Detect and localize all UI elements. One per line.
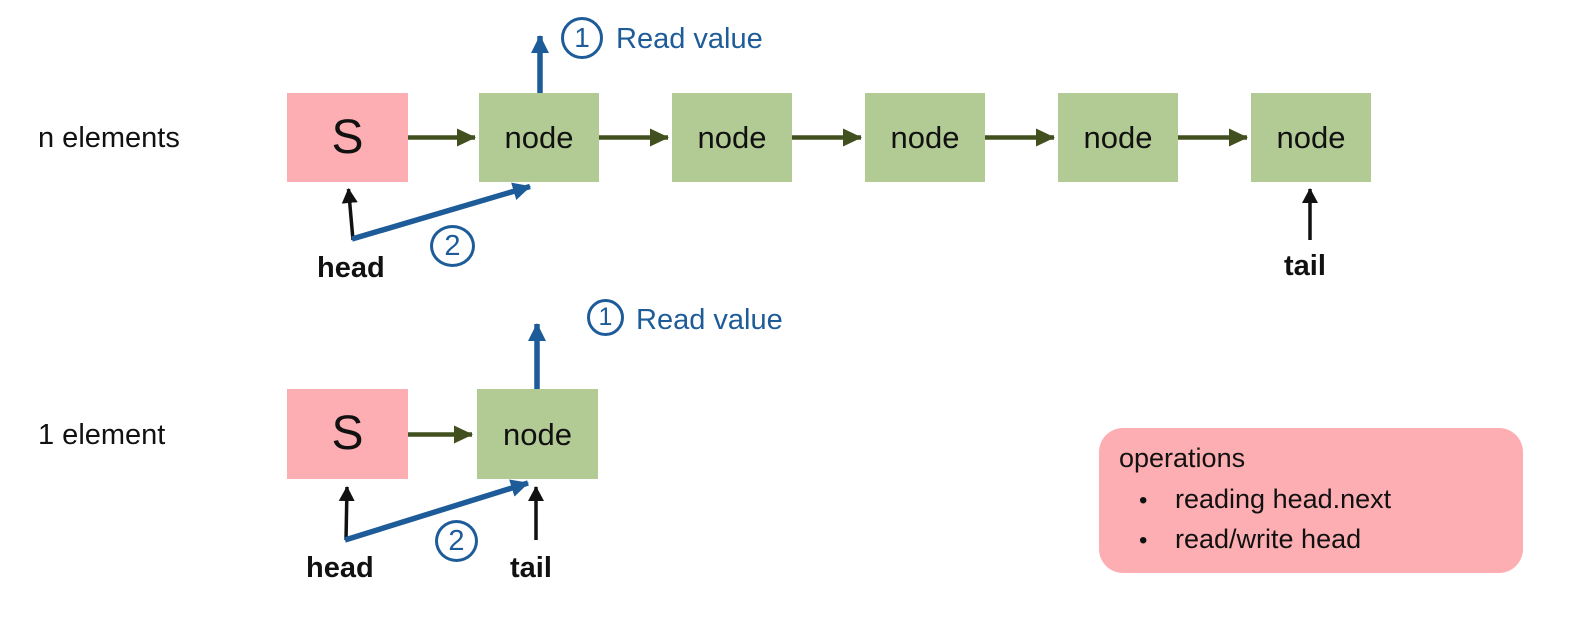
- step-2-badge-row-1: 2: [435, 520, 478, 562]
- read-value-label-row-n: Read value: [616, 23, 763, 55]
- node-box: node: [672, 93, 792, 182]
- tail-label-row-1: tail: [510, 552, 552, 584]
- read-value-label-row-1: Read value: [636, 304, 783, 336]
- head-pointer-arrow-row-n: [341, 188, 358, 241]
- sentinel-box-row-1: S: [287, 389, 408, 479]
- node-box: node: [865, 93, 985, 182]
- head-label-row-n: head: [317, 252, 385, 284]
- operations-title: operations: [1119, 443, 1246, 473]
- operations-item: • read/write head: [1099, 520, 1523, 560]
- operations-item-text: read/write head: [1175, 524, 1362, 554]
- node-box: node: [1251, 93, 1371, 182]
- sentinel-box-row-n: S: [287, 93, 408, 182]
- head-label-row-1: head: [306, 552, 374, 584]
- operations-item-text: reading head.next: [1175, 484, 1392, 514]
- step-2-badge-row-n: 2: [430, 225, 475, 267]
- row-1-label: 1 element: [38, 419, 166, 451]
- node-box: node: [479, 93, 599, 182]
- node-label: node: [890, 120, 960, 155]
- bullet-icon: •: [1139, 487, 1148, 514]
- node-label: node: [503, 416, 572, 452]
- node-label: node: [504, 120, 574, 155]
- operations-item: • reading head.next: [1099, 480, 1523, 520]
- tail-label-row-n: tail: [1284, 250, 1326, 282]
- bullet-icon: •: [1139, 527, 1148, 554]
- node-box: node: [477, 389, 598, 479]
- node-label: node: [1276, 120, 1346, 155]
- sentinel-label: S: [331, 407, 364, 460]
- step-1-badge-row-n: 1: [561, 17, 603, 59]
- sentinel-label: S: [331, 110, 364, 164]
- node-label: node: [697, 120, 767, 155]
- step-1-badge-row-1: 1: [587, 299, 624, 336]
- operations-panel: operations • reading head.next • read/wr…: [1099, 428, 1523, 573]
- node-box: node: [1058, 93, 1178, 182]
- head-pointer-arrow-row-1: [338, 486, 355, 541]
- row-n-label: n elements: [38, 122, 180, 154]
- node-label: node: [1083, 120, 1153, 155]
